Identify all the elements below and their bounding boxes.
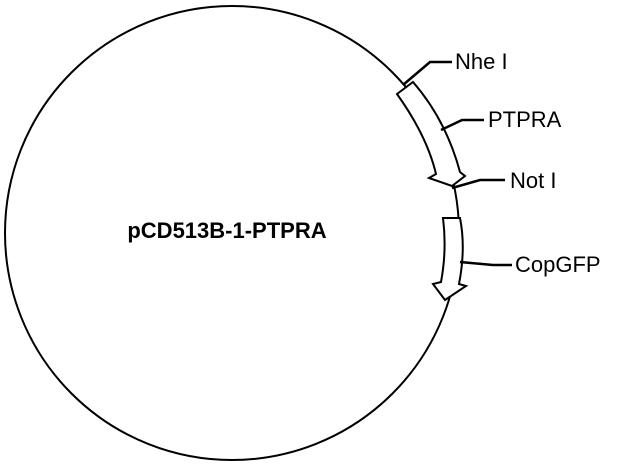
not-i-leader-line (451, 178, 505, 190)
not-i-site-label: Not I (510, 168, 556, 193)
ptpra-feature-label: PTPRA (488, 107, 562, 132)
copgfp-feature-arrow (431, 217, 469, 302)
copgfp-feature-label: CopGFP (515, 252, 601, 277)
nhe-i-site-label: Nhe I (455, 49, 508, 74)
ptpra-leader-line (440, 118, 484, 132)
ptpra-feature-arrow (395, 80, 467, 188)
plasmid-name: pCD513B-1-PTPRA (127, 218, 326, 243)
nhe-i-leader-line (402, 60, 452, 86)
copgfp-leader-line (459, 260, 512, 267)
